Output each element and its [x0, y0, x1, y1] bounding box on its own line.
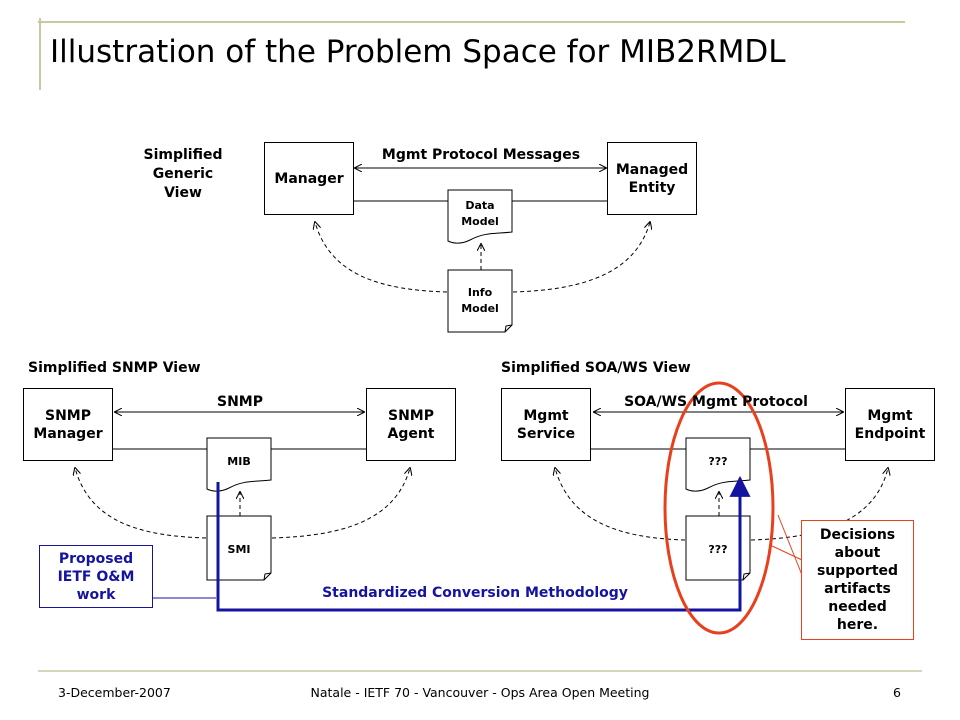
snmp-protocol-label: SNMP [217, 394, 263, 410]
generic-caption: Simplified Generic View [143, 147, 223, 201]
footer-center: Natale - IETF 70 - Vancouver - Ops Area … [310, 685, 650, 700]
manager-box: Manager [264, 142, 354, 215]
mgmt-endpoint-box: Mgmt Endpoint [845, 388, 935, 461]
soa-protocol-label: SOA/WS Mgmt Protocol [624, 394, 808, 410]
soa-caption: Simplified SOA/WS View [501, 360, 691, 376]
footer-page-number: 6 [893, 685, 901, 700]
decisions-callout-pointer [769, 514, 803, 576]
data-model-label: Data Model [461, 199, 499, 228]
generic-connectors [315, 168, 650, 293]
snmp-agent-box: SNMP Agent [366, 388, 456, 461]
mgmt-service-box: Mgmt Service [501, 388, 591, 461]
mib-label: MIB [227, 455, 251, 468]
generic-protocol-label: Mgmt Protocol Messages [381, 147, 581, 163]
soa-info-doc-label: ??? [708, 543, 728, 556]
managed-entity-box: Managed Entity [607, 142, 697, 215]
info-model-label: Info Model [461, 286, 499, 315]
slide-title: Illustration of the Problem Space for MI… [50, 34, 786, 70]
conversion-path [216, 475, 751, 612]
soa-data-doc-label: ??? [708, 455, 728, 468]
title-accent [38, 18, 905, 90]
footer-date: 3-December-2007 [58, 685, 171, 700]
snmp-mib-doc [206, 437, 272, 492]
smi-label: SMI [227, 543, 251, 556]
manager-label: Manager [274, 170, 344, 187]
snmp-caption: Simplified SNMP View [28, 360, 201, 376]
snmp-smi-doc [206, 515, 272, 581]
generic-data-model-doc [447, 189, 513, 244]
highlight-ellipse [663, 381, 775, 635]
generic-info-model-doc [447, 269, 513, 333]
proposed-ietf-callout: Proposed IETF O&M work [39, 545, 153, 608]
decisions-callout: Decisions about supported artifacts need… [801, 520, 914, 640]
conversion-methodology-label: Standardized Conversion Methodology [322, 585, 628, 601]
snmp-manager-box: SNMP Manager [23, 388, 113, 461]
